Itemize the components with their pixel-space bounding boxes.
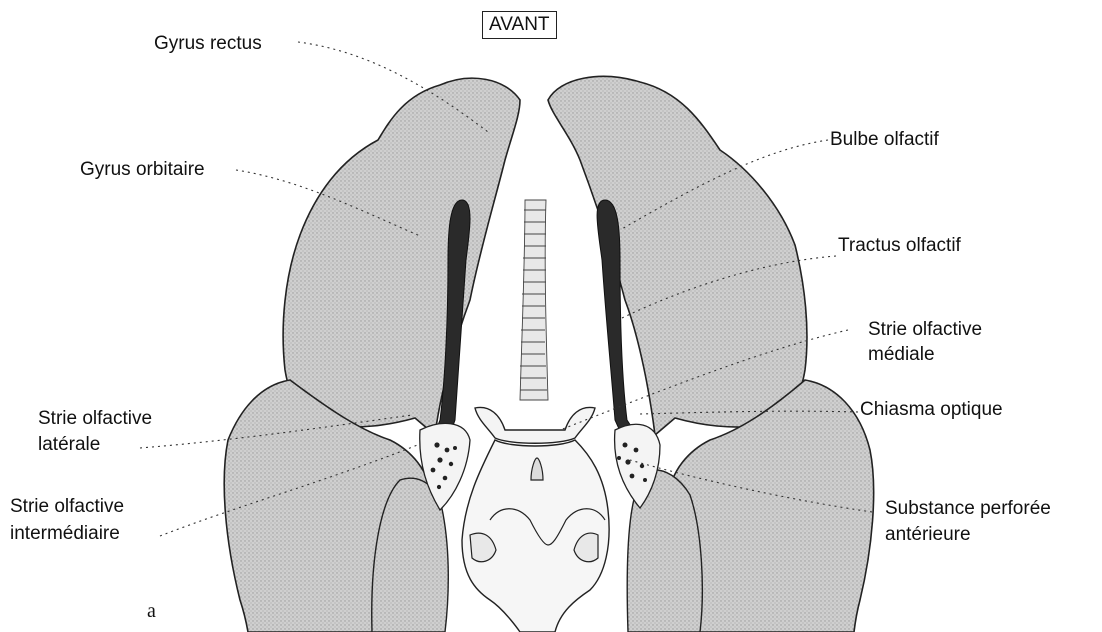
label-bulbe-olfactif: Bulbe olfactif	[830, 128, 939, 152]
optic-chiasma	[475, 407, 595, 443]
label-substance-perforee-line2: antérieure	[885, 523, 971, 547]
panel-letter: a	[147, 600, 156, 623]
label-strie-intermediaire-line1: Strie olfactive	[10, 495, 124, 519]
label-tractus-olfactif: Tractus olfactif	[838, 234, 961, 258]
label-chiasma-optique: Chiasma optique	[860, 398, 1003, 422]
label-strie-laterale-line2: latérale	[38, 433, 100, 457]
label-strie-intermediaire-line2: intermédiaire	[10, 522, 120, 546]
label-substance-perforee-line1: Substance perforée	[885, 497, 1051, 521]
label-gyrus-rectus: Gyrus rectus	[154, 32, 262, 56]
label-gyrus-orbitaire: Gyrus orbitaire	[80, 158, 205, 182]
label-strie-mediale-line2: médiale	[868, 343, 935, 367]
label-strie-mediale-line1: Strie olfactive	[868, 318, 982, 342]
anterior-marker: AVANT	[482, 11, 557, 39]
label-strie-laterale-line1: Strie olfactive	[38, 407, 152, 431]
right-frontal-lobe	[548, 76, 807, 435]
left-frontal-lobe	[283, 78, 520, 435]
interhemispheric-fissure	[520, 200, 548, 400]
